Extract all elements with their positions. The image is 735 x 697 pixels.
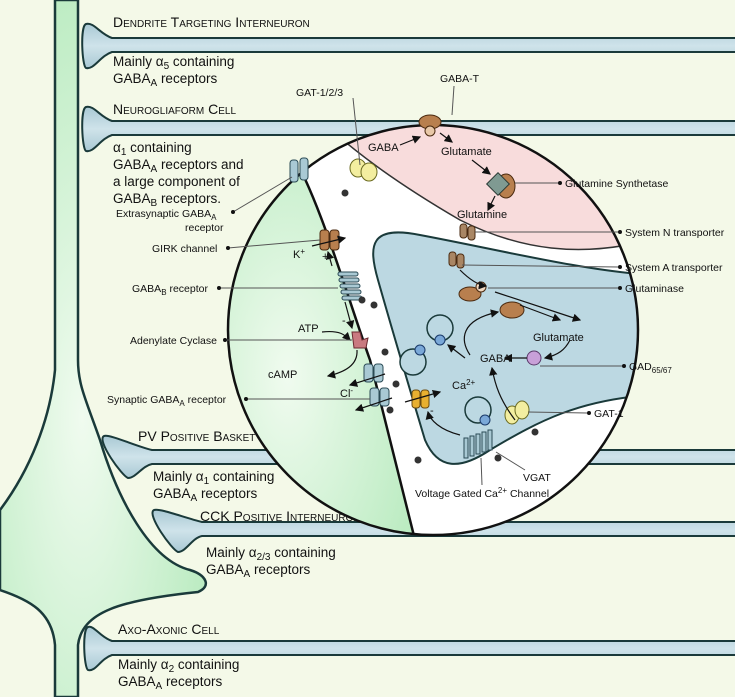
vgat-transporter	[414, 334, 491, 426]
receptor-description-line: Mainly α5 containing	[113, 54, 234, 72]
leader-lines	[217, 85, 626, 486]
terminal-mitochondrion	[499, 301, 525, 319]
label-neurogliaform: Neurogliaform Cell	[113, 101, 236, 117]
callout-labels: GAT-1/2/3 GABA-T Glutamine Synthetase Sy…	[107, 73, 725, 500]
postsynaptic-neuron	[0, 0, 208, 697]
receptor-description-line: GABAA receptors	[153, 486, 257, 504]
label-vgat: VGAT	[523, 472, 551, 484]
gad-enzyme	[526, 350, 542, 366]
receptor-description-line: Mainly α2 containing	[118, 657, 239, 675]
label-adenylate-cyclase: Adenylate Cyclase	[130, 335, 217, 347]
label-glutamine: Glutamine	[457, 209, 507, 221]
label-gat1: GAT-1	[594, 408, 624, 420]
synaptic-gabaa-receptor	[363, 363, 390, 407]
label-glutamine-synthetase: Glutamine Synthetase	[565, 178, 668, 190]
label-gabab: GABAB receptor	[132, 283, 208, 297]
axon-axo-axonic	[83, 625, 735, 672]
label-gaba-t: GABA-T	[440, 73, 480, 85]
label-pv-basket: PV Positive Basket Cell	[138, 428, 288, 444]
label-gad: GAD65/67	[629, 361, 672, 375]
label-gat123: GAT-1/2/3	[296, 87, 343, 99]
label-gaba-terminal: GABA	[480, 353, 511, 365]
ca-channel	[411, 389, 430, 409]
label-ca-ion: Ca2+	[452, 378, 476, 392]
axon-dendrite-targeting	[81, 22, 735, 70]
gaba-t-mitochondrion	[418, 114, 442, 137]
label-camp: cAMP	[268, 369, 297, 381]
label-vgcc: Voltage Gated Ca2+ Channel	[415, 486, 549, 500]
gabab-receptor	[337, 271, 363, 301]
label-system-a: System A transporter	[625, 262, 723, 274]
label-gaba-astrocyte: GABA	[368, 142, 399, 154]
interneuron-labels: Dendrite Targeting Interneuron Neuroglia…	[113, 14, 361, 637]
gat123-transporter	[349, 158, 378, 182]
receptor-description-line: GABAA receptors	[118, 674, 222, 692]
receptor-description-line: GABAB receptors.	[113, 191, 221, 209]
receptor-description-line: Mainly α2/3 containing	[206, 545, 336, 563]
label-glutamate-astrocyte: Glutamate	[441, 146, 492, 158]
label-extrasynaptic-receptor: receptor	[185, 222, 224, 234]
molecules	[289, 114, 542, 464]
pathway-arrows	[311, 132, 582, 436]
label-minus-gabab: -	[342, 315, 346, 327]
label-glutamate-terminal: Glutamate	[533, 332, 584, 344]
adenylate-cyclase	[351, 331, 369, 349]
inner-labels: GABA Glutamate Glutamine Glutamate GABA …	[268, 142, 584, 417]
label-cl-ion: Cl-	[340, 386, 353, 400]
label-synaptic-gabaa: Synaptic GABAA receptor	[107, 394, 227, 408]
gaba-molecules	[341, 189, 539, 464]
receptor-description-line: a large component of	[113, 174, 240, 189]
label-extrasynaptic-gabaa: Extrasynaptic GABAA	[116, 208, 217, 222]
vgcc	[463, 429, 493, 459]
label-axo-axonic: Axo-Axonic Cell	[118, 621, 220, 637]
extrasynaptic-gabaa-receptor	[289, 157, 309, 183]
label-glutaminase: Glutaminase	[625, 283, 684, 295]
receptor-description-line: α1 containing	[113, 140, 192, 158]
receptor-description-line: GABAA receptors	[206, 562, 310, 580]
label-system-n: System N transporter	[625, 227, 725, 239]
label-minus-ca: -	[430, 405, 434, 417]
receptor-description-line: Mainly α1 containing	[153, 469, 274, 487]
receptor-description-line: GABAA receptors	[113, 71, 217, 89]
label-k-ion: K+	[293, 247, 305, 261]
glutamine-synthetase	[485, 171, 516, 199]
label-girk: GIRK channel	[152, 243, 217, 255]
label-dendrite-targeting: Dendrite Targeting Interneuron	[113, 14, 310, 30]
label-atp: ATP	[298, 323, 319, 335]
system-n-transporter	[459, 223, 476, 241]
system-a-transporter	[448, 251, 465, 269]
label-plus: +	[322, 251, 328, 263]
label-cck: CCK Positive Interneuron	[200, 508, 361, 524]
receptor-description-line: GABAA receptors and	[113, 157, 244, 175]
presynaptic-terminal	[372, 231, 638, 465]
